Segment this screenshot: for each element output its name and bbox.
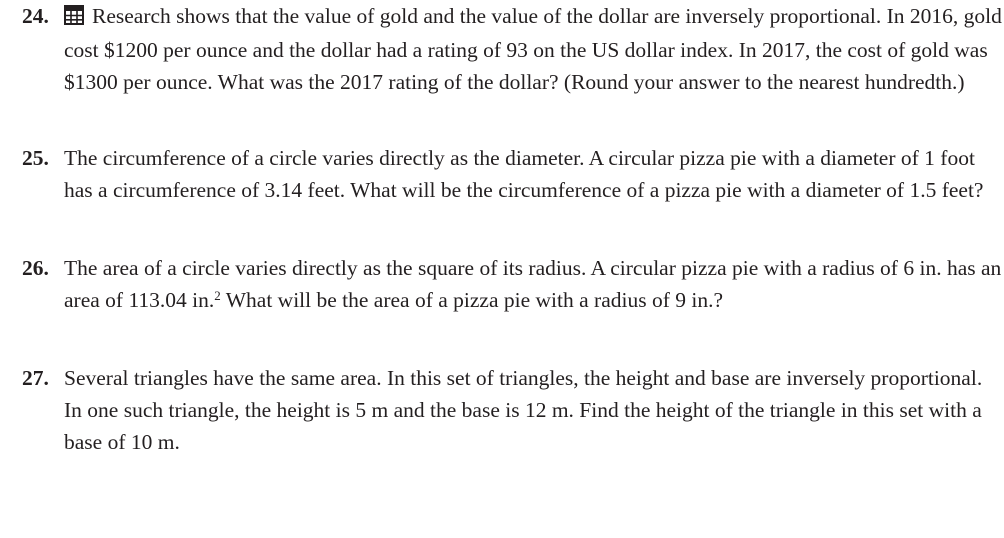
- problem-25: 25. The circumference of a circle varies…: [22, 142, 1004, 206]
- problem-number: 26.: [22, 256, 49, 280]
- problem-24: 24. Research shows that the value of gol…: [22, 0, 1004, 98]
- calculator-icon: [64, 2, 84, 34]
- problem-text: The area of a circle varies directly as …: [64, 252, 1004, 316]
- problem-text: Research shows that the value of gold an…: [64, 0, 1004, 98]
- problem-body-end: What will be the area of a pizza pie wit…: [220, 288, 724, 312]
- problem-body: Research shows that the value of gold an…: [64, 4, 1002, 94]
- problem-body-start: The area of a circle varies directly as …: [64, 256, 1002, 312]
- problem-26: 26. The area of a circle varies directly…: [22, 252, 1004, 316]
- problem-27: 27. Several triangles have the same area…: [22, 362, 1004, 458]
- problem-number: 24.: [22, 4, 49, 28]
- problem-body: Several triangles have the same area. In…: [64, 366, 983, 454]
- superscript-exponent: 2: [214, 288, 221, 303]
- problem-body: The circumference of a circle varies dir…: [64, 146, 984, 202]
- problem-number: 27.: [22, 366, 49, 390]
- problem-number: 25.: [22, 146, 49, 170]
